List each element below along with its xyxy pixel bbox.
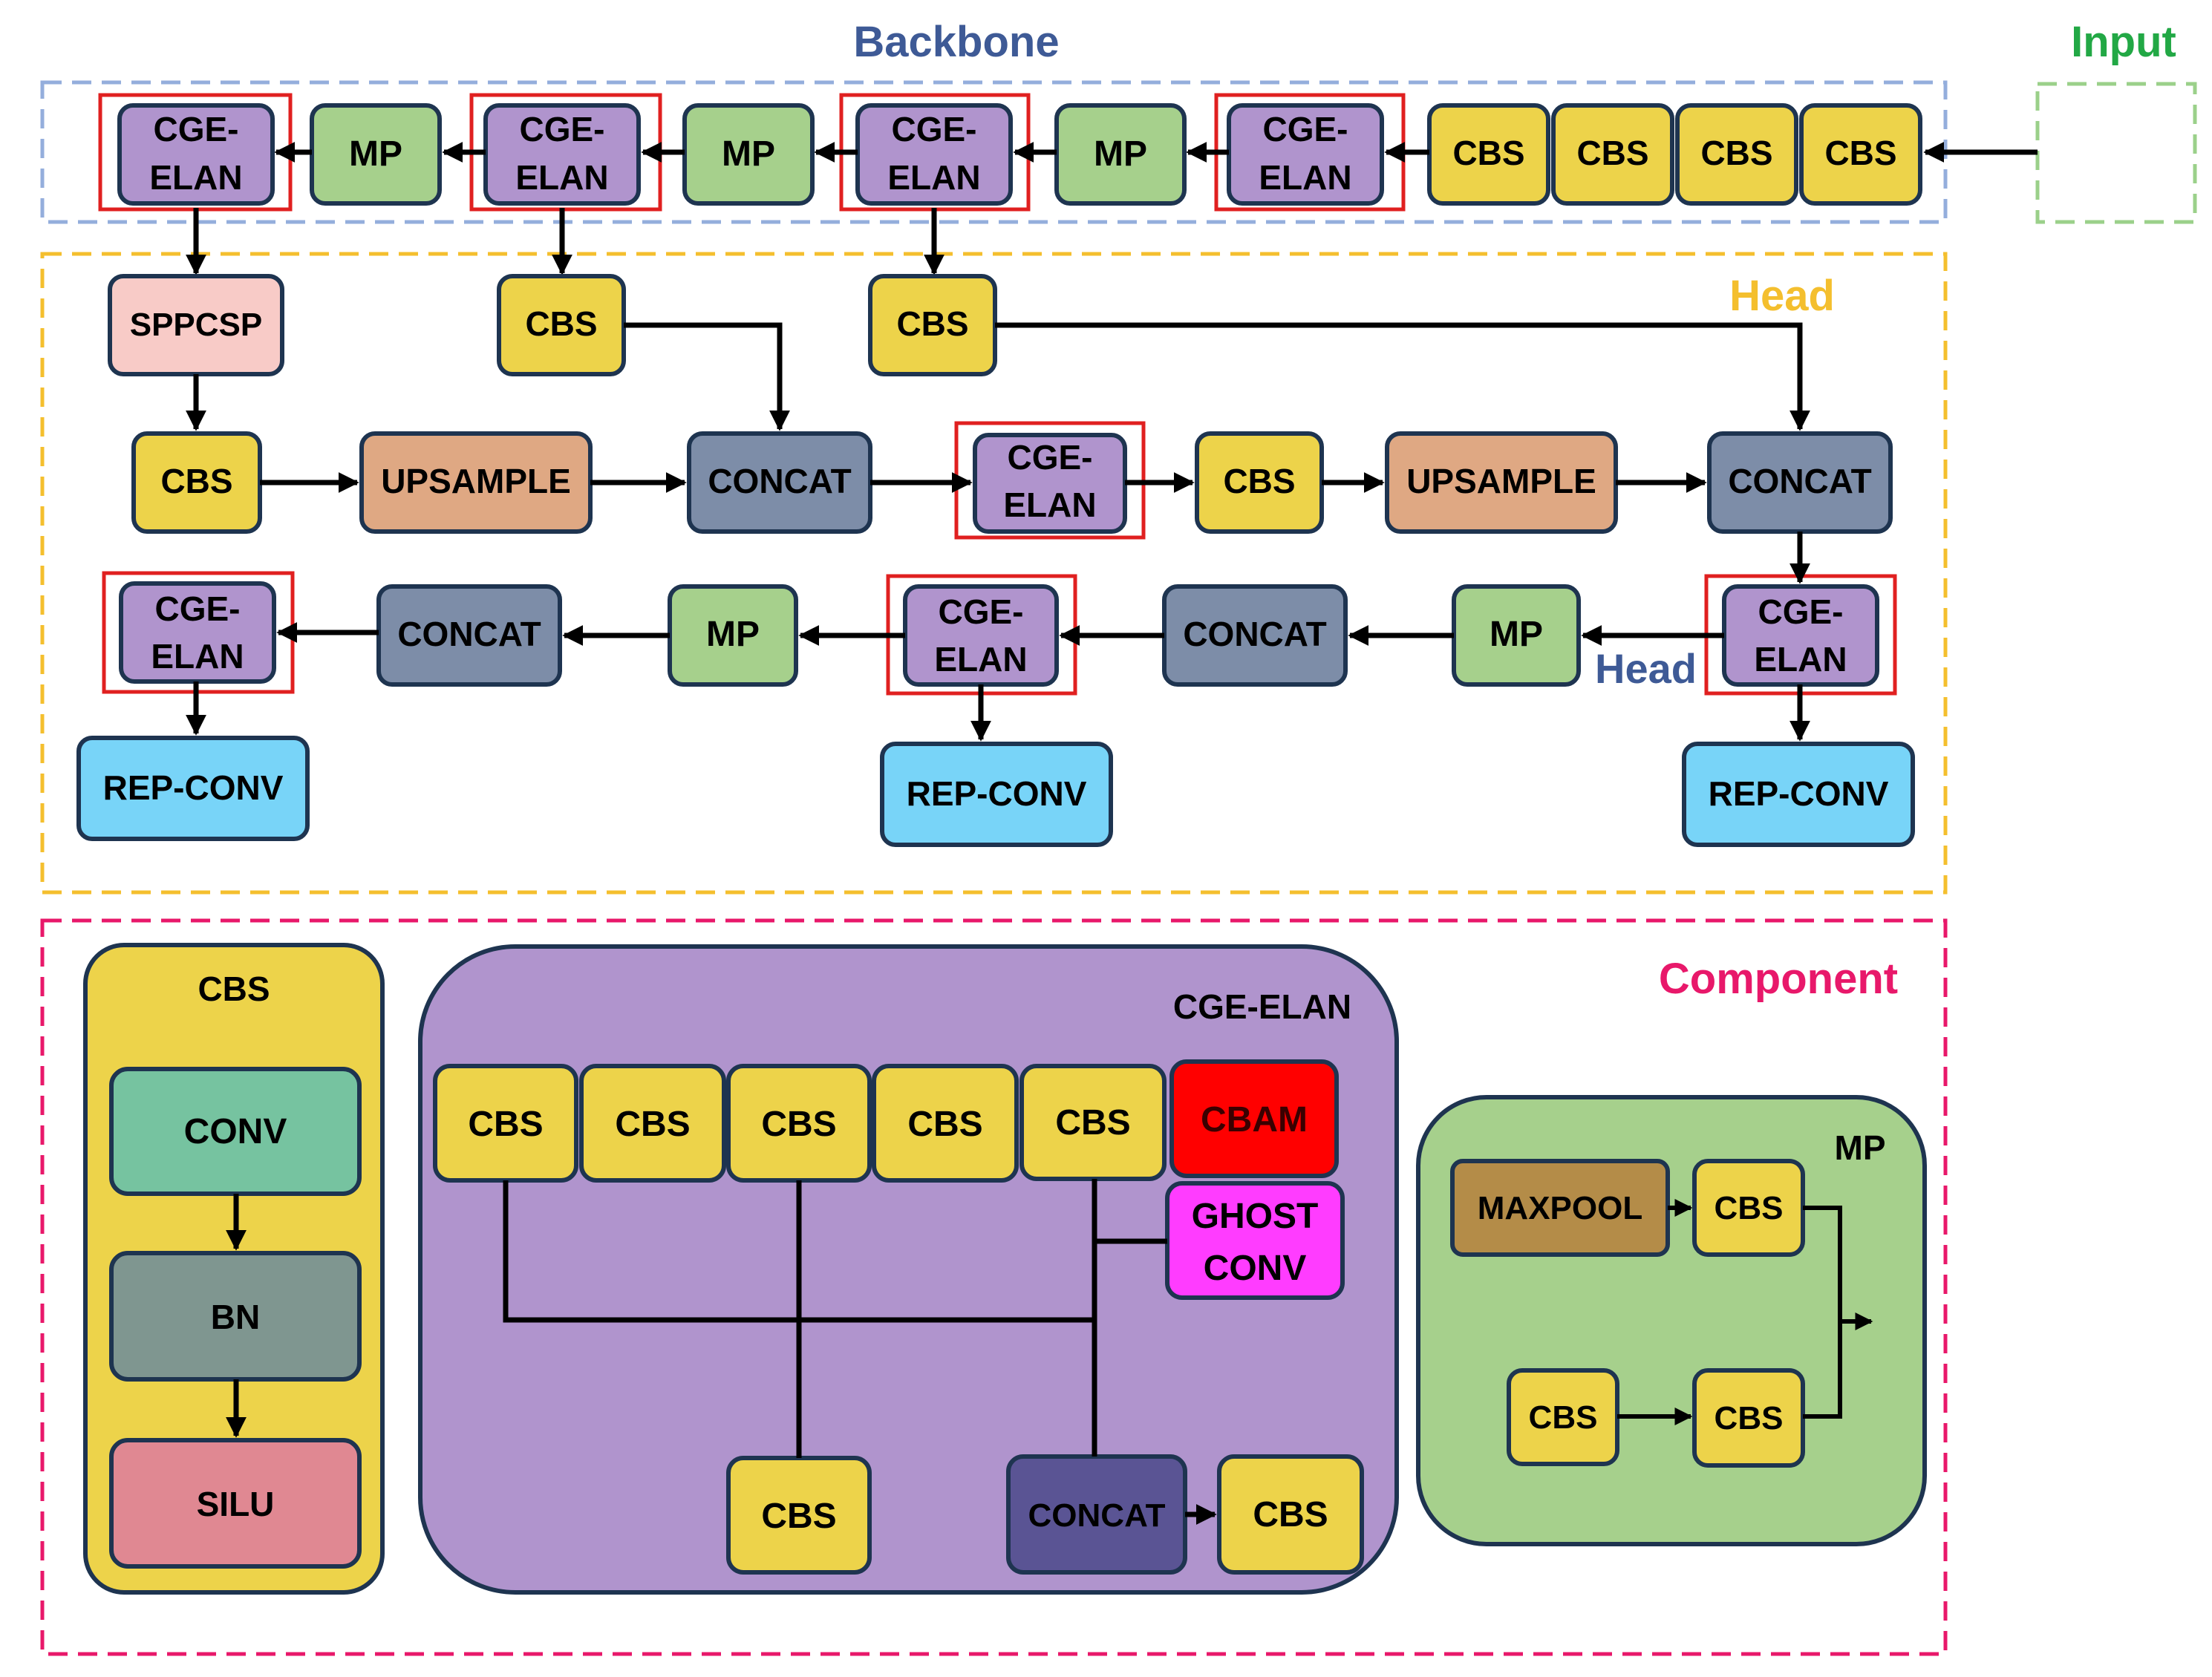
svg-text:CBS: CBS bbox=[1576, 134, 1648, 172]
svg-text:MP: MP bbox=[349, 134, 402, 174]
component-region bbox=[40, 918, 1948, 1656]
svg-text:CBS: CBS bbox=[1715, 1190, 1784, 1226]
svg-text:CGE-: CGE- bbox=[1263, 110, 1348, 148]
svg-text:MAXPOOL: MAXPOOL bbox=[1478, 1190, 1642, 1226]
svg-text:CGE-: CGE- bbox=[1008, 438, 1093, 477]
svg-text:CBS: CBS bbox=[1223, 462, 1295, 500]
svg-text:BN: BN bbox=[211, 1298, 260, 1336]
svg-text:CGE-: CGE- bbox=[520, 110, 605, 148]
head-overlay-label: Head bbox=[1595, 645, 1697, 692]
svg-text:CBAM: CBAM bbox=[1201, 1100, 1308, 1140]
svg-text:CGE-: CGE- bbox=[155, 589, 241, 628]
svg-text:UPSAMPLE: UPSAMPLE bbox=[381, 462, 571, 500]
svg-text:CGE-: CGE- bbox=[1758, 592, 1844, 631]
backbone-cbs-2 bbox=[1551, 103, 1674, 206]
svg-text:CBS: CBS bbox=[761, 1105, 836, 1144]
head-rep-conv-1 bbox=[76, 736, 310, 841]
svg-text:CBS: CBS bbox=[1529, 1399, 1598, 1436]
backbone-label: Backbone bbox=[853, 18, 1059, 66]
svg-text:CONCAT: CONCAT bbox=[708, 462, 851, 500]
component-cge-elan-panel: CGE-ELAN CBS CBS CBS CBS CBS CBAM GHOST … bbox=[418, 944, 1399, 1595]
svg-text:REP-CONV: REP-CONV bbox=[103, 768, 284, 807]
svg-text:ELAN: ELAN bbox=[1003, 486, 1096, 524]
svg-text:CBS: CBS bbox=[615, 1105, 690, 1144]
svg-text:CBS: CBS bbox=[1700, 134, 1772, 172]
head-rep-conv-2 bbox=[880, 742, 1113, 847]
backbone-cbs-4 bbox=[1799, 103, 1922, 206]
backbone-row: CGE- ELAN MP CGE- ELAN MP CGE- ELAN MP C… bbox=[98, 93, 2038, 275]
svg-text:CBS: CBS bbox=[761, 1497, 836, 1536]
svg-text:SPPCSP: SPPCSP bbox=[130, 307, 263, 343]
svg-text:CBS: CBS bbox=[1055, 1103, 1130, 1142]
cge-cbs-out bbox=[1217, 1454, 1364, 1575]
svg-text:CONV: CONV bbox=[184, 1112, 287, 1151]
backbone-cbs-3 bbox=[1675, 103, 1798, 206]
svg-text:CGE-: CGE- bbox=[892, 110, 977, 148]
svg-text:CONCAT: CONCAT bbox=[1183, 615, 1326, 653]
svg-text:CBS: CBS bbox=[896, 304, 968, 343]
backbone-cge-elan-1 bbox=[117, 103, 275, 206]
svg-text:MP: MP bbox=[722, 134, 775, 174]
svg-text:CONV: CONV bbox=[1204, 1249, 1307, 1288]
component-cbs-panel: CBS CONV BN SILU bbox=[83, 943, 385, 1595]
svg-text:ELAN: ELAN bbox=[151, 637, 244, 676]
svg-text:CBS: CBS bbox=[1452, 134, 1524, 172]
svg-text:CBS: CBS bbox=[1824, 134, 1896, 172]
svg-text:ELAN: ELAN bbox=[149, 158, 242, 197]
component-mp-panel: MP MAXPOOL CBS CBS CBS bbox=[1416, 1095, 1927, 1546]
svg-text:CONCAT: CONCAT bbox=[1728, 462, 1871, 500]
svg-text:MP: MP bbox=[706, 615, 760, 654]
svg-text:CGE-: CGE- bbox=[939, 592, 1024, 631]
svg-text:CONCAT: CONCAT bbox=[1028, 1497, 1166, 1534]
component-label: Component bbox=[1659, 955, 1898, 1003]
backbone-arrows bbox=[186, 142, 2038, 275]
svg-text:ELAN: ELAN bbox=[1259, 158, 1351, 197]
mp-panel-title: MP bbox=[1835, 1128, 1886, 1167]
head-rep-conv-3 bbox=[1682, 742, 1915, 847]
svg-text:CBS: CBS bbox=[1253, 1495, 1328, 1534]
cge-cbs-2 bbox=[579, 1064, 726, 1183]
cbs-panel-silu bbox=[109, 1438, 362, 1569]
svg-text:CBS: CBS bbox=[1715, 1400, 1784, 1436]
head-label: Head bbox=[1729, 272, 1835, 320]
svg-text:REP-CONV: REP-CONV bbox=[1709, 774, 1889, 813]
svg-text:MP: MP bbox=[1094, 134, 1147, 174]
head-graph: SPPCSP CBS CBS CBS UPSAMPLE CONCAT CGE- … bbox=[76, 274, 1915, 847]
svg-text:CBS: CBS bbox=[468, 1105, 543, 1144]
mp-connections bbox=[1617, 1199, 1873, 1425]
svg-text:ELAN: ELAN bbox=[934, 640, 1027, 679]
svg-text:MP: MP bbox=[1490, 615, 1543, 654]
svg-text:CONCAT: CONCAT bbox=[397, 615, 541, 653]
input-label: Input bbox=[2071, 18, 2176, 66]
cge-panel-title: CGE-ELAN bbox=[1173, 987, 1351, 1026]
svg-text:CBS: CBS bbox=[525, 304, 597, 343]
svg-text:CBS: CBS bbox=[160, 462, 232, 500]
svg-text:CBS: CBS bbox=[907, 1105, 982, 1144]
svg-text:REP-CONV: REP-CONV bbox=[907, 774, 1087, 813]
svg-text:ELAN: ELAN bbox=[887, 158, 980, 197]
head-region bbox=[40, 252, 1948, 895]
head-concat-4 bbox=[376, 584, 562, 687]
head-arrows bbox=[186, 322, 1810, 742]
input-region bbox=[2035, 82, 2197, 224]
svg-text:SILU: SILU bbox=[197, 1485, 275, 1523]
svg-text:UPSAMPLE: UPSAMPLE bbox=[1406, 462, 1596, 500]
svg-text:ELAN: ELAN bbox=[1754, 640, 1847, 679]
svg-text:ELAN: ELAN bbox=[515, 158, 608, 197]
cbs-panel-title: CBS bbox=[198, 970, 270, 1008]
cge-cbs-4 bbox=[872, 1064, 1019, 1183]
cge-connections bbox=[503, 1179, 1217, 1525]
svg-text:GHOST: GHOST bbox=[1192, 1197, 1319, 1236]
svg-text:CGE-: CGE- bbox=[154, 110, 239, 148]
cge-cbam bbox=[1169, 1059, 1339, 1178]
